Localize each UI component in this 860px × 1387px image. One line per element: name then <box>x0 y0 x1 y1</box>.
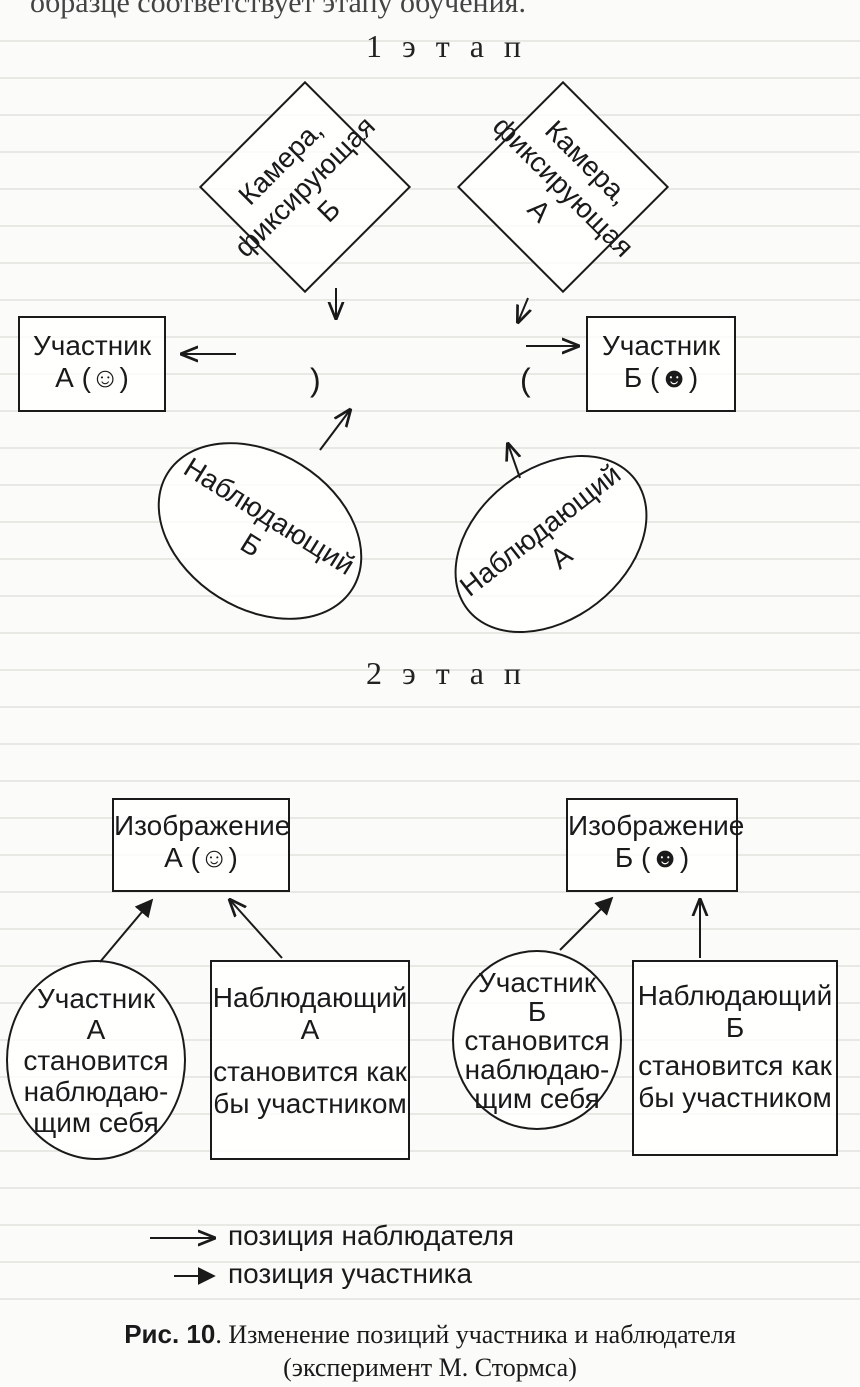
observer-a-stage2-box: Наблюдающий А становится как бы участник… <box>210 960 410 1160</box>
image-a-id: А (☺) <box>164 842 238 873</box>
arrow-participant-a-to-image <box>99 898 154 963</box>
image-b-id: Б (☻) <box>614 842 690 873</box>
participant-b-id: Б (☻) <box>623 362 699 393</box>
legend-participant-text: позиция участника <box>228 1258 473 1289</box>
figure-label: Рис. 10 <box>124 1319 216 1349</box>
stage2-title: 2 э т а п <box>366 655 528 691</box>
arrow-observer-b <box>319 410 350 451</box>
image-a-name: Изображение <box>114 810 291 841</box>
arrow-observer-a <box>508 444 520 479</box>
arrow-camera-a <box>518 297 528 322</box>
participant-a-stage2-text: Участник А становится наблюдаю- щим себя <box>23 982 169 1138</box>
observer-b-stage2-line: бы участником <box>638 1082 832 1113</box>
header-fragment: образце соответствует этапу обучения. <box>30 0 526 19</box>
figure-caption: Рис. 10. Изменение позиций участника и н… <box>0 1318 860 1351</box>
figure-title: . Изменение позиций участника и наблюдат… <box>215 1320 736 1349</box>
person-filled-icon: ☻ <box>650 842 680 873</box>
observer-a-stage2-line: бы участником <box>213 1088 407 1119</box>
person-filled-icon: ☻ <box>659 362 689 393</box>
observer-b-stage2-line: Б <box>725 1012 745 1043</box>
observer-b-stage2-box: Наблюдающий Б становится как бы участник… <box>632 960 838 1156</box>
person-icon: ☺ <box>90 362 120 393</box>
participant-b-name: Участник <box>601 330 721 361</box>
observer-b-stage2-line: становится как <box>638 1050 832 1081</box>
participant-a-name: Участник <box>32 330 152 361</box>
paren-left: ) <box>310 362 321 398</box>
image-b-name: Изображение <box>568 810 745 841</box>
arrow-observer-a-to-image <box>230 900 283 959</box>
image-a-box: Изображение А (☺) <box>112 798 290 892</box>
paren-right: ( <box>520 362 531 398</box>
observer-b-stage2-line: Наблюдающий <box>637 980 833 1011</box>
image-b-box: Изображение Б (☻) <box>566 798 745 892</box>
stage1-title: 1 э т а п <box>366 28 528 64</box>
participant-a-id: А (☺) <box>55 362 129 393</box>
participant-b-box: Участник Б (☻) <box>586 316 736 412</box>
participant-a-box: Участник А (☺) <box>18 316 166 412</box>
observer-a-stage2-line: А <box>300 1014 320 1045</box>
arrow-participant-b-to-image <box>559 896 614 951</box>
participant-b-stage2-ellipse: Участник Б становится наблюдаю- щим себя <box>452 950 622 1130</box>
participant-a-stage2-ellipse: Участник А становится наблюдаю- щим себя <box>6 960 186 1160</box>
figure-caption-line2: (эксперимент М. Стормса) <box>283 1353 577 1382</box>
observer-a-stage2-line: Наблюдающий <box>212 982 408 1013</box>
legend-observer-text: позиция наблюдателя <box>228 1220 515 1251</box>
participant-b-stage2-text: Участник Б становится наблюдаю- щим себя <box>464 966 610 1114</box>
person-icon: ☺ <box>199 842 229 873</box>
observer-a-stage2-line: становится как <box>213 1056 407 1087</box>
